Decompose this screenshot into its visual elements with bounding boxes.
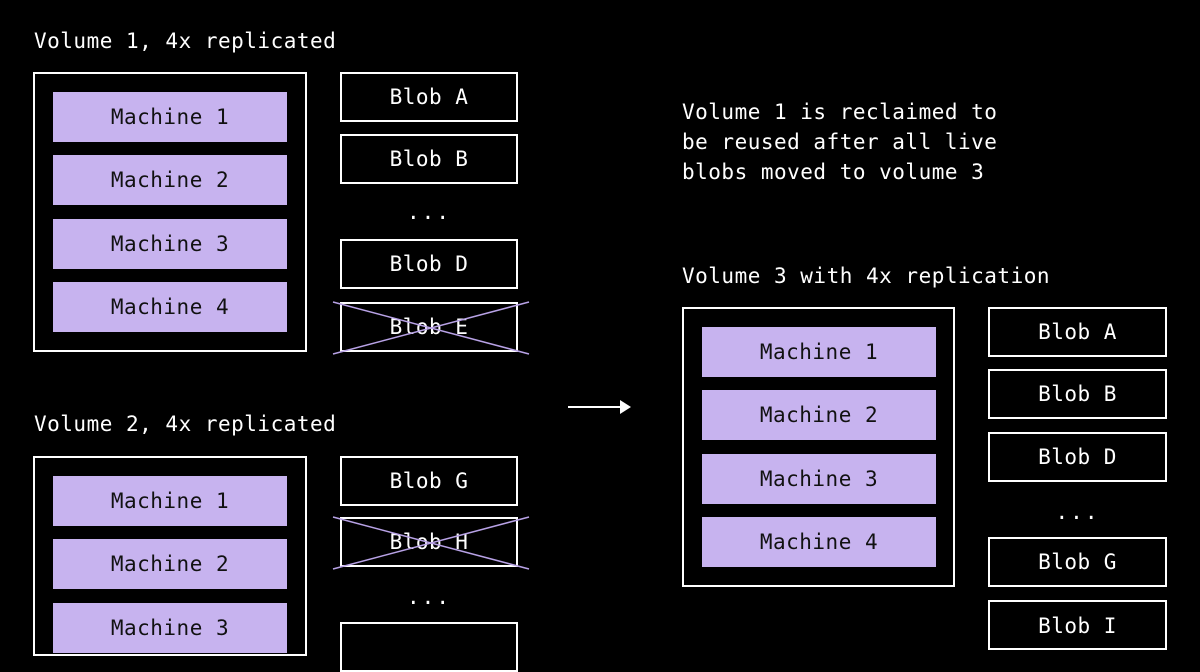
volume-3-blob-a: Blob A: [988, 307, 1167, 357]
volume-3-machine-1: Machine 1: [702, 327, 936, 377]
reclaim-note-line-2: be reused after all live: [682, 130, 998, 154]
volume-2-machine-3: Machine 3: [53, 603, 287, 653]
volume-2-box: Machine 1 Machine 2 Machine 3: [33, 456, 307, 656]
volume-2-machine-1: Machine 1: [53, 476, 287, 526]
volume-3-box: Machine 1 Machine 2 Machine 3 Machine 4: [682, 307, 955, 587]
deleted-cross-icon: [332, 301, 530, 355]
volume-2-blob-h-deleted: Blob H: [332, 516, 530, 570]
volume-1-machine-4: Machine 4: [53, 282, 287, 332]
volume-1-blob-b: Blob B: [340, 134, 518, 184]
volume-3-machine-2: Machine 2: [702, 390, 936, 440]
volume-3-machine-3: Machine 3: [702, 454, 936, 504]
volume-1-machine-3: Machine 3: [53, 219, 287, 269]
right-arrow-icon: [568, 400, 631, 414]
volume-3-blob-ellipsis: ...: [1055, 500, 1100, 524]
volume-2-blob-g: Blob G: [340, 456, 518, 506]
volume-3-blob-g: Blob G: [988, 537, 1167, 587]
volume-2-blob-ellipsis: ...: [407, 585, 451, 609]
reclaim-note: Volume 1 is reclaimed to be reused after…: [682, 97, 997, 187]
volume-3-blob-d: Blob D: [988, 432, 1167, 482]
volume-2-title: Volume 2, 4x replicated: [34, 412, 337, 436]
volume-2-machine-2: Machine 2: [53, 539, 287, 589]
volume-3-blob-i: Blob I: [988, 600, 1167, 650]
volume-1-machine-2: Machine 2: [53, 155, 287, 205]
volume-1-machine-1: Machine 1: [53, 92, 287, 142]
volume-1-blob-d: Blob D: [340, 239, 518, 289]
volume-1-blob-a: Blob A: [340, 72, 518, 122]
volume-3-title: Volume 3 with 4x replication: [682, 264, 1051, 288]
deleted-cross-icon: [332, 516, 530, 570]
volume-1-blob-ellipsis: ...: [407, 200, 451, 224]
reclaim-note-line-3: blobs moved to volume 3: [682, 160, 985, 184]
volume-3-machine-4: Machine 4: [702, 517, 936, 567]
volume-1-title: Volume 1, 4x replicated: [34, 29, 337, 53]
volume-3-blob-b: Blob B: [988, 369, 1167, 419]
volume-1-blob-e-deleted: Blob E: [332, 301, 530, 355]
reclaim-note-line-1: Volume 1 is reclaimed to: [682, 100, 998, 124]
volume-1-box: Machine 1 Machine 2 Machine 3 Machine 4: [33, 72, 307, 352]
